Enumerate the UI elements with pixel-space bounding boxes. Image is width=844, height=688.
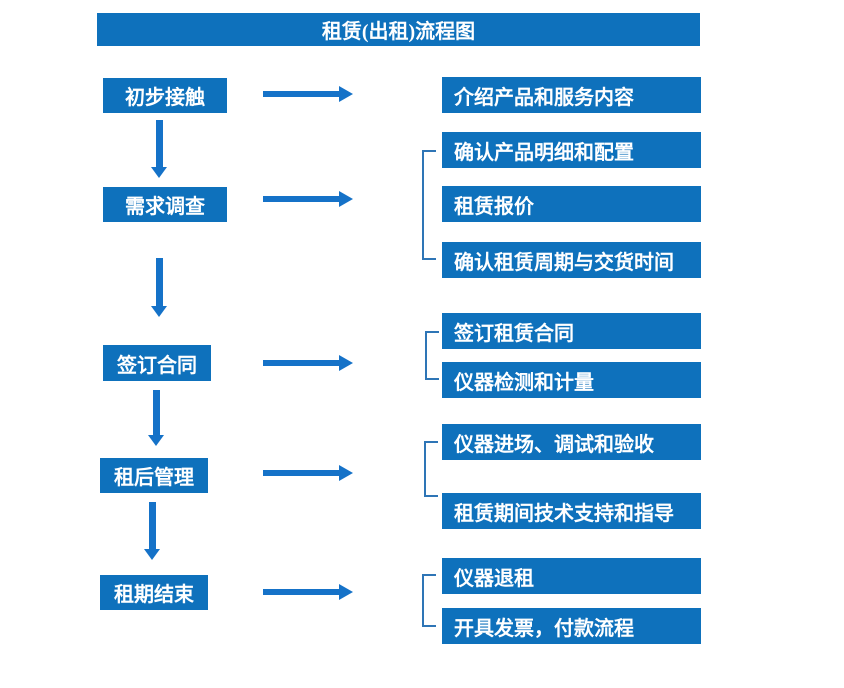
right-arrow-shaft [263,91,339,97]
right-arrow-head [339,465,353,481]
detail-box-intro-products-services: 介绍产品和服务内容 [442,77,701,113]
group-bracket-demand-survey [422,150,436,260]
down-arrow-head [148,435,164,446]
right-arrow-3 [263,355,353,371]
down-arrow-3 [148,390,164,446]
down-arrow-shaft [155,258,163,306]
group-bracket-sign-contract [425,331,439,380]
detail-box-rental-quote: 租赁报价 [442,186,701,222]
flowchart-title: 租赁(出租)流程图 [97,13,700,46]
down-arrow-1 [151,120,167,178]
right-arrow-shaft [263,196,339,202]
stage-box-rental-end: 租期结束 [100,575,208,610]
right-arrow-2 [263,191,353,207]
stage-box-post-rental-management: 租后管理 [100,458,208,493]
right-arrow-4 [263,465,353,481]
detail-box-confirm-rental-period-delivery: 确认租赁周期与交货时间 [442,242,701,278]
stage-box-initial-contact: 初步接触 [103,78,227,113]
right-arrow-head [339,191,353,207]
right-arrow-shaft [263,360,339,366]
down-arrow-shaft [152,390,160,435]
down-arrow-shaft [155,120,163,167]
group-bracket-post-rental [424,441,438,497]
stage-box-sign-contract: 签订合同 [103,345,211,381]
detail-box-confirm-product-details: 确认产品明细和配置 [442,132,701,168]
detail-box-instrument-testing-metering: 仪器检测和计量 [442,362,701,398]
detail-box-instrument-return: 仪器退租 [442,558,701,594]
detail-box-invoice-payment: 开具发票，付款流程 [442,608,701,644]
detail-box-tech-support-guidance: 租赁期间技术支持和指导 [442,493,701,529]
right-arrow-head [339,584,353,600]
right-arrow-5 [263,584,353,600]
down-arrow-head [144,549,160,560]
detail-box-instrument-setup-acceptance: 仪器进场、调试和验收 [442,424,701,460]
stage-box-demand-survey: 需求调查 [103,187,227,222]
right-arrow-1 [263,86,353,102]
right-arrow-shaft [263,470,339,476]
down-arrow-head [151,167,167,178]
down-arrow-2 [151,258,167,317]
detail-box-sign-rental-contract: 签订租赁合同 [442,313,701,349]
down-arrow-4 [144,502,160,560]
right-arrow-head [339,86,353,102]
down-arrow-head [151,306,167,317]
down-arrow-shaft [148,502,156,549]
right-arrow-head [339,355,353,371]
right-arrow-shaft [263,589,339,595]
group-bracket-rental-end [422,574,436,627]
